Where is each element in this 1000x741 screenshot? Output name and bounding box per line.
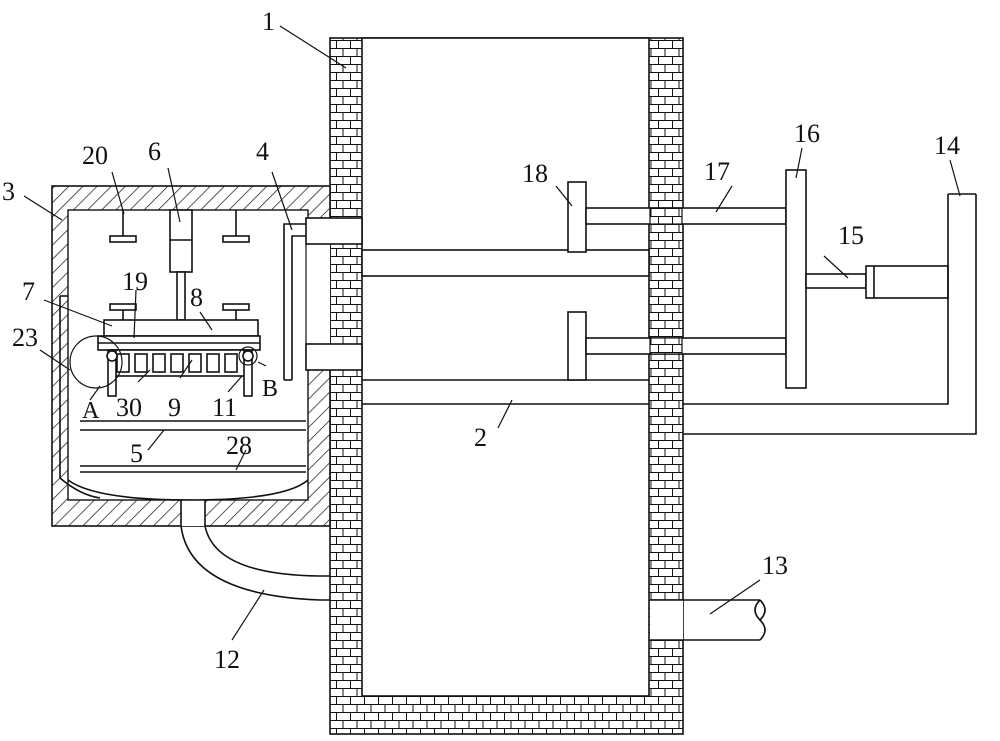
label-28: 28 [226,431,252,460]
comb-teeth [111,349,249,377]
press-assembly [97,303,261,351]
label-13: 13 [762,551,788,580]
frame [683,193,977,435]
support-plate [80,420,306,431]
return-pipe [180,525,330,601]
detail-a-circle [69,335,123,389]
side-rods [106,349,254,397]
detail-b-circle [238,346,258,366]
label-1: 1 [262,7,275,36]
label-7: 7 [22,277,35,306]
label-19: 19 [122,267,148,296]
upper-mounts [109,210,250,243]
label-16: 16 [794,119,820,148]
label-17: 17 [704,157,730,186]
label-8: 8 [190,283,203,312]
label-15: 15 [838,221,864,250]
label-b: B [262,376,278,402]
label-23: 23 [12,323,38,352]
leader-lines [23,25,961,641]
label-9: 9 [168,393,181,422]
label-6: 6 [148,137,161,166]
filter-plate [80,465,306,473]
push-rods [567,181,787,381]
label-30: 30 [116,393,142,422]
label-20: 20 [82,141,108,170]
tank-body [329,37,684,735]
label-5: 5 [130,439,143,468]
label-2: 2 [474,423,487,452]
label-14: 14 [934,131,960,160]
hopper-bottom [67,479,309,501]
label-11: 11 [212,393,237,422]
actuator [805,265,949,299]
label-12: 12 [214,645,240,674]
label-4: 4 [256,137,269,166]
label-3: 3 [2,177,15,206]
inner-lining [59,296,101,499]
label-18: 18 [522,159,548,188]
label-a: A [82,398,100,424]
outlet-pipe [650,599,766,641]
reference-labels: 1 2 3 4 5 6 7 8 9 11 12 13 14 15 16 17 1… [2,7,960,674]
pass-through-pipes [305,217,650,405]
push-plate [785,169,807,389]
